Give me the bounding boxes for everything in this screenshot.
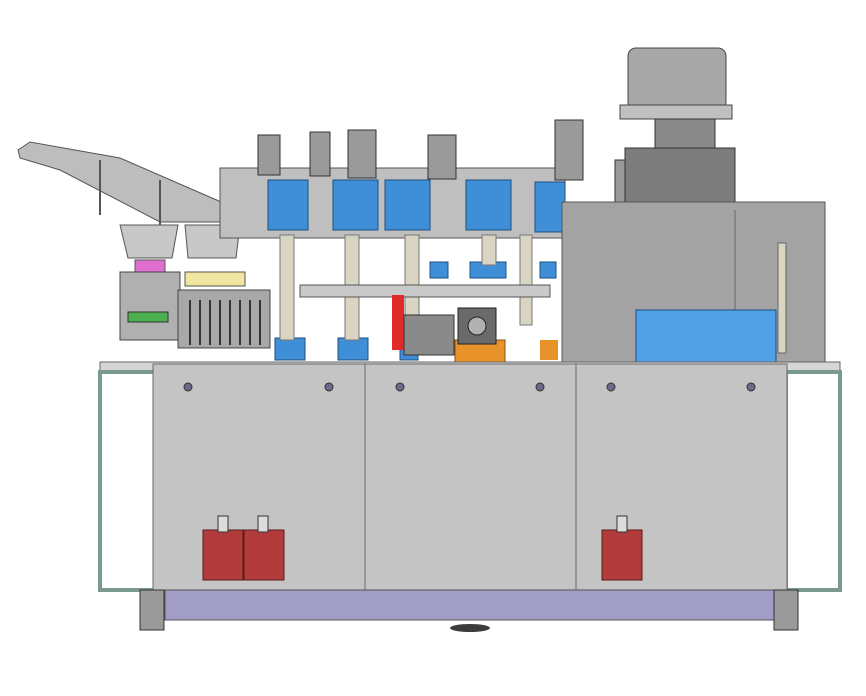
orange-mount (540, 340, 558, 360)
foot-left (139, 589, 165, 631)
motor-top-hopper (627, 47, 727, 111)
gear-motor-shaft (467, 316, 487, 336)
gripper-bank (177, 289, 271, 349)
blue-control-box (635, 309, 777, 363)
panel-screws (183, 382, 756, 392)
feeder-green-plate (127, 311, 169, 323)
gripper-fingers (189, 300, 261, 345)
motor-cylinder (654, 118, 716, 150)
base-strip (164, 589, 776, 621)
latch-icons (217, 515, 628, 533)
motor-flange (619, 104, 733, 120)
motor-cylinder (624, 147, 736, 205)
cabinet-panel-center (364, 363, 577, 591)
feed-chute (17, 141, 236, 223)
foot-right (773, 589, 799, 631)
sensor-mast (777, 242, 787, 354)
red-stop-block (392, 295, 404, 350)
transfer-rail (299, 284, 551, 298)
hopper-yellow-plate (184, 271, 246, 287)
frame-right (784, 370, 842, 592)
station-body (403, 314, 455, 356)
feeder-unit (119, 271, 181, 341)
hopper-left (119, 224, 179, 259)
frame-left (98, 370, 157, 592)
hopper-pink-ring (134, 259, 166, 273)
center-foot (450, 624, 490, 632)
